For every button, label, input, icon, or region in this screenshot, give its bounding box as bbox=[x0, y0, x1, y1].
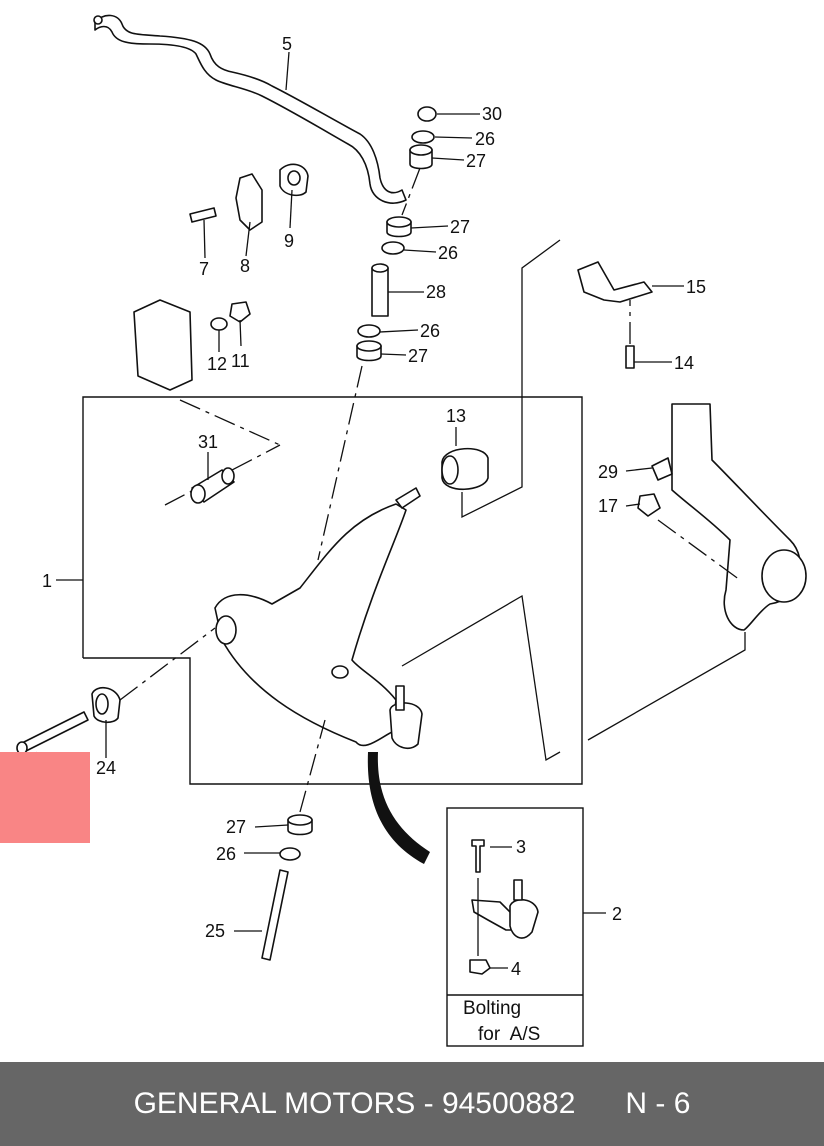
bushing-31-end bbox=[190, 484, 206, 504]
washer-26-top bbox=[411, 130, 435, 144]
inset-note-line1: Bolting bbox=[463, 998, 521, 1019]
guide-line-knuckle bbox=[587, 632, 746, 741]
leader-lines bbox=[35, 51, 684, 969]
assembly-frame bbox=[82, 396, 583, 785]
callout-29: 29 bbox=[598, 462, 618, 482]
callout-4: 4 bbox=[511, 959, 521, 979]
washer-26-bottom bbox=[279, 847, 301, 861]
bushing-27-mid-face bbox=[386, 216, 412, 228]
arm-link-hole bbox=[331, 665, 349, 679]
footer-text: GENERAL MOTORS - 94500882 N - 6 bbox=[133, 1087, 691, 1120]
bushing-27-bottom-face bbox=[287, 814, 313, 826]
callout-27-c: 27 bbox=[408, 346, 428, 366]
bushing-24-bore bbox=[95, 693, 109, 715]
callout-17: 17 bbox=[598, 496, 618, 516]
clamp-8 bbox=[235, 173, 263, 231]
highlight-marker bbox=[0, 752, 90, 843]
callout-12: 12 bbox=[207, 354, 227, 374]
callout-26-c: 26 bbox=[420, 321, 440, 341]
parts-diagram: 5 30 26 27 27 26 28 26 27 7 8 9 12 11 31… bbox=[16, 14, 807, 1047]
bolt-25 bbox=[261, 869, 289, 961]
callout-8: 8 bbox=[240, 256, 250, 276]
link-axis-low bbox=[317, 365, 363, 561]
callout-14: 14 bbox=[674, 353, 694, 373]
washer-26-mid bbox=[381, 241, 405, 255]
callout-26-d: 26 bbox=[216, 844, 236, 864]
bushing-27-top-face bbox=[409, 144, 433, 156]
callout-27-b: 27 bbox=[450, 217, 470, 237]
callout-1: 1 bbox=[42, 571, 52, 591]
nut-11 bbox=[229, 301, 251, 323]
stabilizer-bar bbox=[94, 14, 407, 204]
callout-31: 31 bbox=[198, 432, 218, 452]
callout-27-a: 27 bbox=[466, 151, 486, 171]
callout-2: 2 bbox=[612, 904, 622, 924]
link-axis-bottom bbox=[299, 719, 326, 813]
inset-ball-stud bbox=[513, 879, 523, 901]
callout-24: 24 bbox=[96, 758, 116, 778]
bushing-27-low-face bbox=[356, 340, 382, 352]
callout-9: 9 bbox=[284, 231, 294, 251]
bolt-14 bbox=[625, 345, 635, 369]
guide-line-31b bbox=[164, 444, 281, 506]
callout-5: 5 bbox=[282, 34, 292, 54]
washer-12 bbox=[210, 317, 228, 331]
guide-line-balljoint bbox=[401, 594, 561, 762]
knuckle-axis bbox=[657, 519, 741, 581]
arm-front-bushing-eye bbox=[215, 615, 237, 645]
nut-30 bbox=[417, 106, 437, 122]
inset-ball-joint bbox=[509, 899, 539, 939]
guide-line-13 bbox=[461, 239, 561, 519]
inset-box bbox=[446, 807, 584, 1047]
detail-arrow bbox=[367, 752, 430, 864]
bushing-31-flange bbox=[221, 467, 235, 485]
callout-15: 15 bbox=[686, 277, 706, 297]
bolt-6 bbox=[19, 711, 89, 753]
callout-13: 13 bbox=[446, 406, 466, 426]
ball-joint bbox=[389, 702, 423, 750]
washer-26-low bbox=[357, 324, 381, 338]
guide-line-31a bbox=[179, 399, 281, 446]
callout-27-d: 27 bbox=[226, 817, 246, 837]
arm-rear-pin bbox=[395, 487, 421, 509]
bracket-cover bbox=[133, 299, 193, 391]
inset-note-line2: for A/S bbox=[478, 1024, 540, 1045]
bolt-6-axis bbox=[119, 627, 216, 701]
cotter-pin-29 bbox=[651, 457, 673, 481]
stabilizer-end-eye bbox=[93, 15, 103, 25]
callout-7: 7 bbox=[199, 259, 209, 279]
callout-30: 30 bbox=[482, 104, 502, 124]
bushing-13-end bbox=[441, 455, 459, 485]
spacer-28 bbox=[371, 267, 389, 317]
bracket-15 bbox=[577, 261, 653, 303]
callout-28: 28 bbox=[426, 282, 446, 302]
castle-nut-17 bbox=[637, 493, 661, 517]
spacer-28-top bbox=[371, 263, 389, 273]
bolt-7 bbox=[189, 207, 217, 223]
callout-25: 25 bbox=[205, 921, 225, 941]
footer-bar: GENERAL MOTORS - 94500882 N - 6 bbox=[0, 1062, 824, 1146]
callout-26-a: 26 bbox=[475, 129, 495, 149]
bolt-3 bbox=[471, 839, 485, 873]
nut-4 bbox=[469, 959, 491, 975]
callout-11: 11 bbox=[231, 351, 250, 371]
callout-26-b: 26 bbox=[438, 243, 458, 263]
ball-joint-stud bbox=[395, 685, 405, 711]
lower-control-arm bbox=[214, 503, 407, 747]
link-axis-top bbox=[401, 167, 421, 216]
bushing-9-hole bbox=[287, 170, 301, 186]
callout-3: 3 bbox=[516, 837, 526, 857]
knuckle-hub-bore bbox=[761, 549, 807, 603]
